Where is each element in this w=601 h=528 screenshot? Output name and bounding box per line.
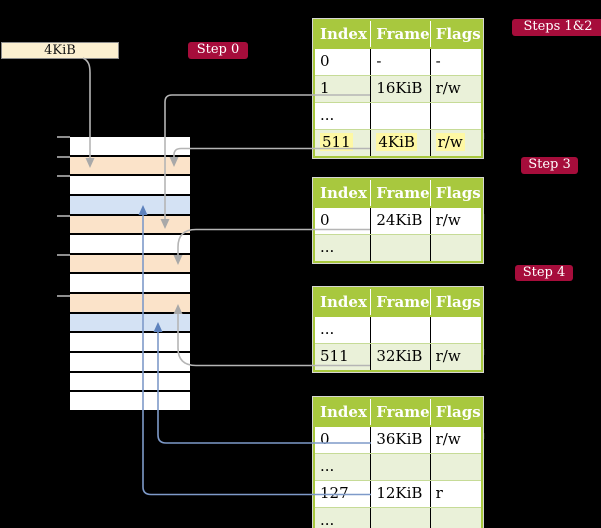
table-row: 511 4KiB r/w [315, 129, 481, 156]
header-cell-frame: Frame [371, 21, 431, 47]
cell-index: 0 [315, 427, 372, 453]
badge-step-0: Step 0 [188, 42, 248, 59]
header-cell-index: Index [315, 180, 372, 206]
cell-index: 511 [315, 130, 372, 156]
header-cell-index: Index [315, 289, 372, 315]
cell-flags: r/w [435, 211, 461, 229]
memory-address-tick [57, 214, 70, 217]
physical-memory-stack [70, 137, 190, 412]
cell-frame [371, 103, 431, 129]
table-row: ... [315, 507, 481, 528]
memory-row-white [70, 392, 190, 412]
header-cell-frame: Frame [371, 289, 431, 315]
memory-row-blue [70, 195, 190, 216]
cell-frame: - [371, 49, 431, 75]
memory-row-orange [70, 254, 190, 275]
memory-address-tick [57, 155, 70, 158]
memory-address-tick [57, 294, 70, 297]
frame-size-label: 4KiB [1, 42, 119, 59]
memory-address-tick [57, 175, 70, 177]
cell-index: ... [315, 508, 372, 528]
cell-flags: r/w [431, 130, 481, 156]
memory-row-orange [70, 215, 190, 236]
memory-row-white [70, 137, 190, 157]
badge-steps-1-2: Steps 1&2 [512, 19, 601, 36]
cell-flags: r/w [435, 79, 461, 97]
cell-frame: 36KiB [371, 427, 431, 453]
cell-frame: 32KiB [371, 344, 431, 370]
cell-flags [431, 508, 481, 528]
cell-index: ... [315, 454, 372, 480]
cell-flags [431, 103, 481, 129]
cell-flags: r/w [435, 430, 461, 448]
memory-row-orange [70, 156, 190, 177]
header-cell-frame: Frame [371, 399, 431, 425]
cell-index: ... [315, 317, 372, 343]
cell-index: ... [315, 103, 372, 129]
memory-address-tick [57, 254, 70, 256]
cell-index: ... [315, 235, 372, 261]
memory-row-orange [70, 294, 190, 314]
memory-row-white [70, 353, 190, 373]
highlighted-value: r/w [435, 133, 465, 151]
cell-frame: 4KiB [371, 130, 431, 156]
cell-flags [431, 235, 481, 261]
badge-step-3: Step 3 [521, 157, 578, 174]
header-cell-index: Index [315, 21, 372, 47]
memory-row-white [70, 372, 190, 393]
cell-flags [431, 317, 481, 343]
cell-index: 0 [315, 49, 372, 75]
table-row: ... [315, 234, 481, 261]
header-cell-flags: Flags [435, 184, 481, 202]
table-row: 0-- [315, 49, 481, 75]
cell-frame [371, 454, 431, 480]
cell-frame: 24KiB [371, 208, 431, 234]
cell-frame: 16KiB [371, 76, 431, 102]
header-cell-frame: Frame [371, 180, 431, 206]
memory-row-blue [70, 313, 190, 334]
cell-flags [431, 454, 481, 480]
header-cell-flags: Flags [435, 403, 481, 421]
cell-index: 1 [315, 76, 372, 102]
cell-index: 0 [315, 208, 372, 234]
highlighted-value: 511 [320, 133, 353, 151]
cell-index: 127 [315, 481, 372, 507]
cell-flags: r [435, 484, 443, 502]
header-cell-flags: Flags [435, 293, 481, 311]
badge-step-4: Step 4 [515, 265, 573, 281]
cell-flags: - [435, 52, 441, 70]
cell-frame [371, 235, 431, 261]
memory-row-white [70, 333, 190, 354]
memory-row-white [70, 176, 190, 196]
memory-address-tick [57, 136, 70, 138]
memory-row-white [70, 235, 190, 255]
cell-frame: 12KiB [371, 481, 431, 507]
table-row: ... [315, 453, 481, 480]
memory-row-white [70, 274, 190, 295]
cell-index: 511 [315, 344, 372, 370]
header-cell-flags: Flags [435, 25, 481, 43]
cell-frame [371, 317, 431, 343]
cell-flags: r/w [435, 347, 461, 365]
header-cell-index: Index [315, 399, 372, 425]
highlighted-value: 4KiB [376, 133, 417, 151]
table-row: ... [315, 102, 481, 129]
table-row: ... [315, 317, 481, 343]
cell-frame [371, 508, 431, 528]
